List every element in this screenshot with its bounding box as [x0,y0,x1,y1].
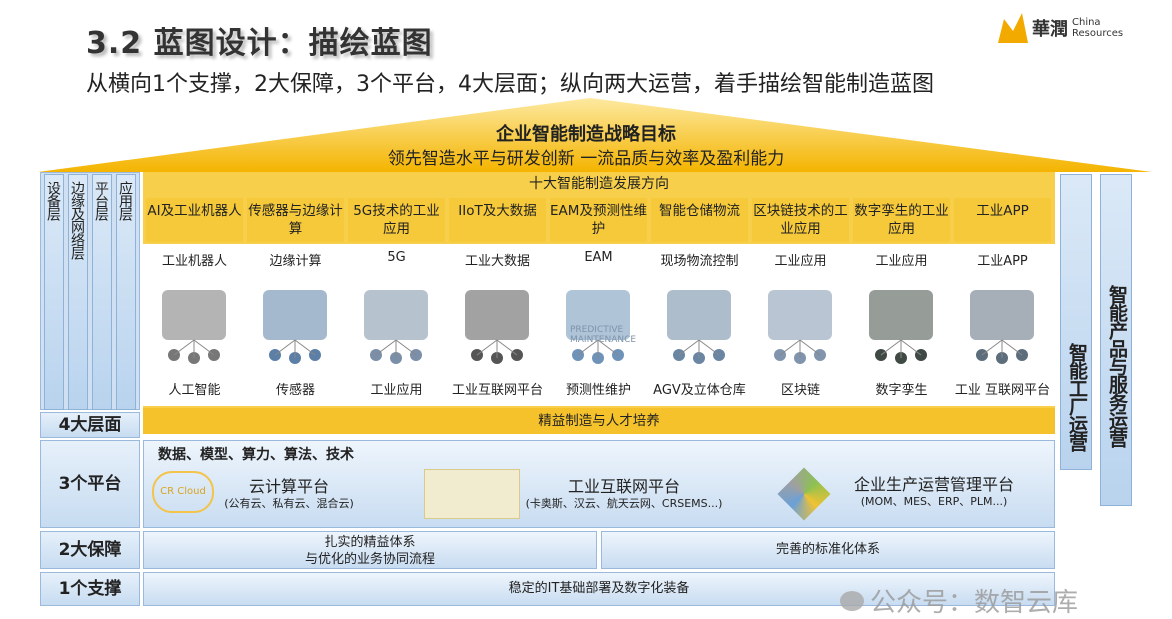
direction-top-label: 现场物流控制 [660,254,739,269]
direction-category: IIoT及大数据 [449,198,546,242]
cloud-icon: CR Cloud [152,471,214,513]
support-box: 稳定的IT基础部署及数字化装备 [143,572,1055,606]
direction-bottom-label: 传感器 [275,383,315,398]
iiot-platform-name: 工业互联网平台 [567,477,680,496]
direction-category: 区块链技术的工业应用 [752,198,849,242]
watermark-text: 公众号：数智云库 [870,588,1079,618]
watermark: 公众号：数智云库 [840,582,1078,619]
standardization-box: 完善的标准化体系 [601,531,1055,569]
direction-bottom-label: 预测性维护 [565,383,631,398]
lean-manufacturing-bar: 精益制造与人才培养 [143,408,1055,434]
layer-application: 应用层 [116,174,136,410]
platforms-row: 数据、模型、算力、算法、技术 CR Cloud 云计算平台 (公有云、私有云、混… [143,440,1055,528]
direction-bottom-label: 区块链 [780,383,820,398]
directions-title: 十大智能制造发展方向 [529,176,669,192]
logo-mark-icon [998,13,1028,43]
page-subtitle: 从横向1个支撑，2大保障，3个平台，4大层面；纵向两大运营，着手描绘智能制造蓝图 [86,72,934,97]
direction-bottom-label: 工业应用 [370,383,423,398]
smart-factory-ops: 智能工厂运营 [1060,174,1092,470]
direction-top-label: 工业机器人 [161,254,227,269]
cloud-platform-name: 云计算平台 [248,477,329,496]
direction-category: 传感器与边缘计算 [247,198,344,242]
direction-top-label: 边缘计算 [269,254,322,269]
platforms-header: 数据、模型、算力、算法、技术 [158,447,354,463]
direction-illustration-icon [364,290,428,364]
enterprise-platform-name: 企业生产运营管理平台 [853,475,1014,494]
direction-bottom-label: 工业 互联网平台 [954,383,1051,398]
strategy-goal-text: 领先智造水平与研发创新 一流品质与效率及盈利能力 [387,149,785,169]
direction-illustration-icon [162,290,226,364]
logo-en-2: Resources [1072,28,1124,39]
layers-label: 4大层面 [40,412,140,438]
direction-illustration-icon [869,290,933,364]
direction-top-label: 工业APP [977,254,1028,269]
iiot-platform-diagram-icon [424,469,520,519]
roof-banner [38,98,1152,172]
cloud-platform-sub: (公有云、私有云、混合云) [224,497,354,510]
direction-category: AI及工业机器人 [146,198,243,242]
direction-top-label: EAM [584,250,613,265]
direction-category: 数字孪生的工业应用 [853,198,950,242]
direction-illustration-icon [566,290,630,364]
direction-bottom-label: 工业互联网平台 [451,383,543,398]
logo-en-1: China [1072,17,1101,28]
direction-category: 工业APP [954,198,1051,242]
direction-illustration-icon [768,290,832,364]
direction-top-label: 工业应用 [875,254,928,269]
iiot-platform-sub: (卡奥斯、汉云、航天云网、CRSEMS...) [525,497,723,510]
layer-device: 设备层 [44,174,64,410]
enterprise-ops-icon [777,467,831,521]
direction-illustration-icon [465,290,529,364]
support-label: 1个支撑 [40,572,140,606]
platforms-label: 3个平台 [40,440,140,528]
direction-category: EAM及预测性维护 [550,198,647,242]
smart-product-service-ops: 智能产品与服务运营 [1100,174,1132,506]
direction-illustration-icon [970,290,1034,364]
direction-top-label: 工业应用 [774,254,827,269]
direction-bottom-label: 数字孪生 [875,383,928,398]
enterprise-platform-sub: (MOM、MES、ERP、PLM...) [860,495,1008,508]
wechat-icon [840,590,864,611]
direction-bottom-label: AGV及立体仓库 [653,383,746,398]
strategy-goal-title: 企业智能制造战略目标 [496,124,676,145]
predictive-maintenance-caption: PREDICTIVE MAINTENANCE [570,325,637,345]
layer-platform: 平台层 [92,174,112,410]
direction-illustration-icon [667,290,731,364]
direction-top-label: 5G [387,250,406,265]
guarantees-label: 2大保障 [40,531,140,569]
page-title: 3.2 蓝图设计：描绘蓝图 [86,26,433,61]
direction-category: 智能仓储物流 [651,198,748,242]
direction-bottom-label: 人工智能 [168,383,221,398]
layer-edge-network: 边缘及网络层 [68,174,88,410]
logo-cn: 華潤 [1032,19,1068,40]
direction-category: 5G技术的工业应用 [348,198,445,242]
direction-top-label: 工业大数据 [464,254,530,269]
lean-system-box: 扎实的精益体系 与优化的业务协同流程 [143,531,597,569]
direction-illustration-icon [263,290,327,364]
